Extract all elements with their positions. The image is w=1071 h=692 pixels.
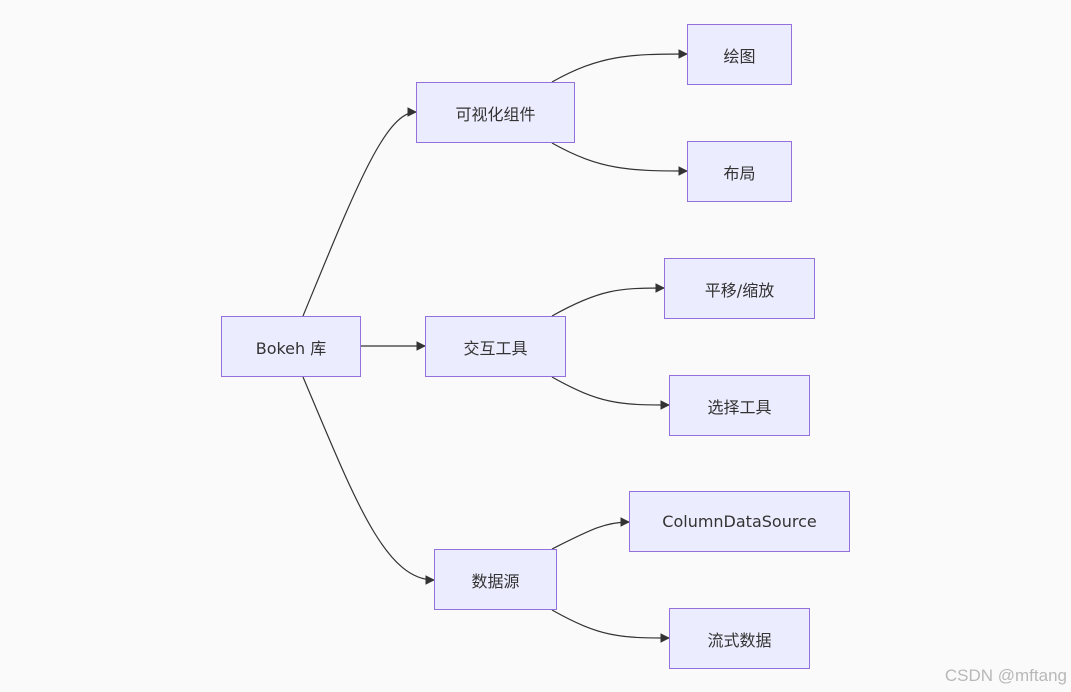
node-column-data-source: ColumnDataSource	[629, 491, 850, 552]
edge-viz-to-layout	[551, 142, 688, 176]
node-bokeh-library: Bokeh 库	[221, 316, 361, 377]
node-data-sources: 数据源	[434, 549, 557, 610]
node-layout: 布局	[687, 141, 792, 202]
edge-interact-to-select	[551, 376, 670, 410]
node-visualization-components: 可视化组件	[416, 82, 575, 143]
node-interaction-tools: 交互工具	[425, 316, 566, 377]
edge-data-to-stream	[551, 609, 670, 643]
node-streaming-data: 流式数据	[669, 608, 810, 669]
node-pan-zoom: 平移/缩放	[664, 258, 815, 319]
node-plot: 绘图	[687, 24, 792, 85]
node-selection-tools: 选择工具	[669, 375, 810, 436]
edge-root-to-viz	[302, 107, 417, 317]
edge-interact-to-panzoom	[551, 283, 665, 317]
edge-data-to-cds	[551, 517, 630, 550]
watermark-text: CSDN @mftang	[944, 666, 1067, 685]
edge-viz-to-plot	[551, 49, 688, 83]
edge-root-to-data	[302, 376, 435, 585]
